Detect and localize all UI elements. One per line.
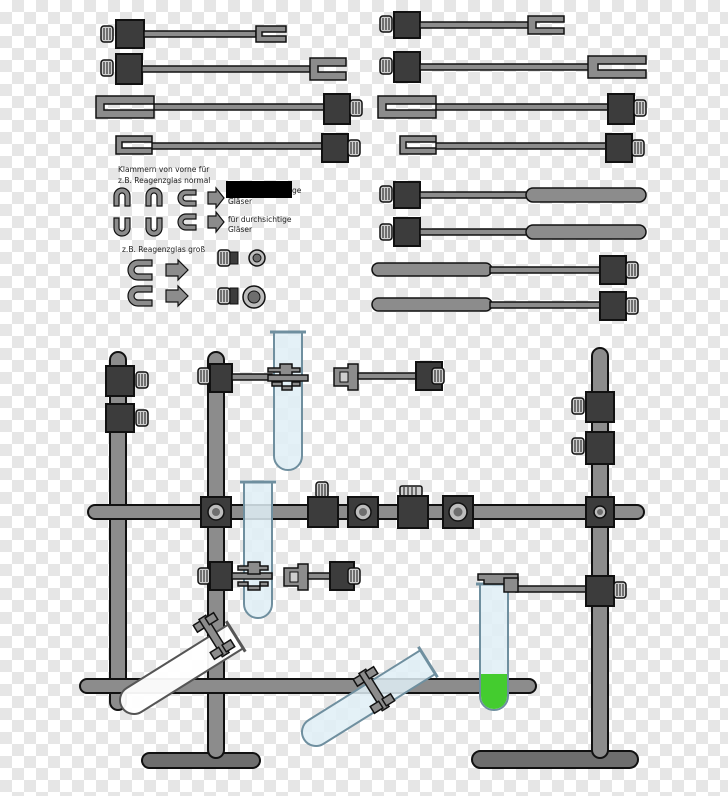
test-tube-tilted-right [301,645,439,747]
boss-rod1-top [105,365,149,397]
test-tube-middle [240,480,276,619]
rod-clamp-right-3 [371,255,639,285]
fork-clamp-right-1 [379,11,565,39]
fork-clamp-right-2 [379,51,647,83]
boss-rod3-top [571,391,615,423]
rod-clamp-right-2 [379,217,647,247]
boss-small-2 [217,287,239,305]
clamp-rod2-upper [197,363,309,393]
boss-cross-rod3 [585,496,615,528]
clamp-tilted-left [192,611,236,661]
test-tube-upper [270,330,306,471]
fork-clamp-right-3 [377,93,647,125]
label-large-tube: z.B. Reagenzglas groß [122,245,205,254]
clamp-floating-middle [283,561,361,591]
fork-clamp-left-1 [100,19,287,49]
boss-cross-rod2 [200,496,232,528]
clamp-part-large-arrow-1 [165,258,189,282]
label-front-clamps-1: Klammern von vorne für [118,165,210,174]
fork-clamp-right-4 [399,133,645,163]
stand-base-left [141,752,261,769]
fork-clamp-left-2 [100,53,347,85]
boss-mid-1 [307,481,339,528]
clamp-part-arch-3 [113,217,131,237]
redaction-bar [226,181,292,198]
boss-ring-mid-1 [347,496,379,528]
green-liquid [481,674,507,709]
label-gl: ge [292,186,302,195]
clamp-part-hook-2 [177,213,197,231]
clamp-part-arch-1 [113,187,131,207]
stand-base-right [471,750,639,769]
rod-clamp-right-4 [371,291,639,321]
test-tube-green [476,582,512,711]
clamp-part-arch-4 [145,217,163,237]
rod-clamp-right-1 [379,181,647,209]
fork-clamp-left-3 [95,93,363,125]
label-front-clamps-2: z.B. Reagenzglas normal [118,176,210,185]
label-clear-glass-1: für durchsichtige [228,215,292,224]
clamp-rod3-fork [477,573,627,607]
boss-ring-mid-2 [442,495,474,529]
boss-small-1 [217,249,239,267]
boss-rod3-second [571,431,615,465]
test-tube-tilted-left [119,620,247,715]
clamp-part-large-hook-1 [127,259,153,281]
ring-small-2 [242,285,266,309]
clamp-rod2-middle [197,561,273,591]
label-clear-glass-2: Gläser [228,225,253,234]
fork-clamp-left-4 [115,133,361,163]
boss-mid-2 [397,485,429,529]
clamp-part-arrow-2 [207,210,225,234]
vertical-rod-2 [207,351,225,759]
boss-rod1-lower [105,403,149,433]
clamp-part-hook-1 [177,189,197,207]
clamp-part-large-arrow-2 [165,284,189,308]
ring-small-1 [248,249,266,267]
clamp-floating-upper [333,361,445,391]
clamp-part-large-hook-2 [127,285,153,307]
clamp-part-arch-2 [145,187,163,207]
clamp-tilted-right [352,665,396,715]
label-glaeser-top: Gläser [228,197,253,206]
vertical-rod-1 [109,351,127,711]
clamp-part-arrow-1 [207,186,225,210]
